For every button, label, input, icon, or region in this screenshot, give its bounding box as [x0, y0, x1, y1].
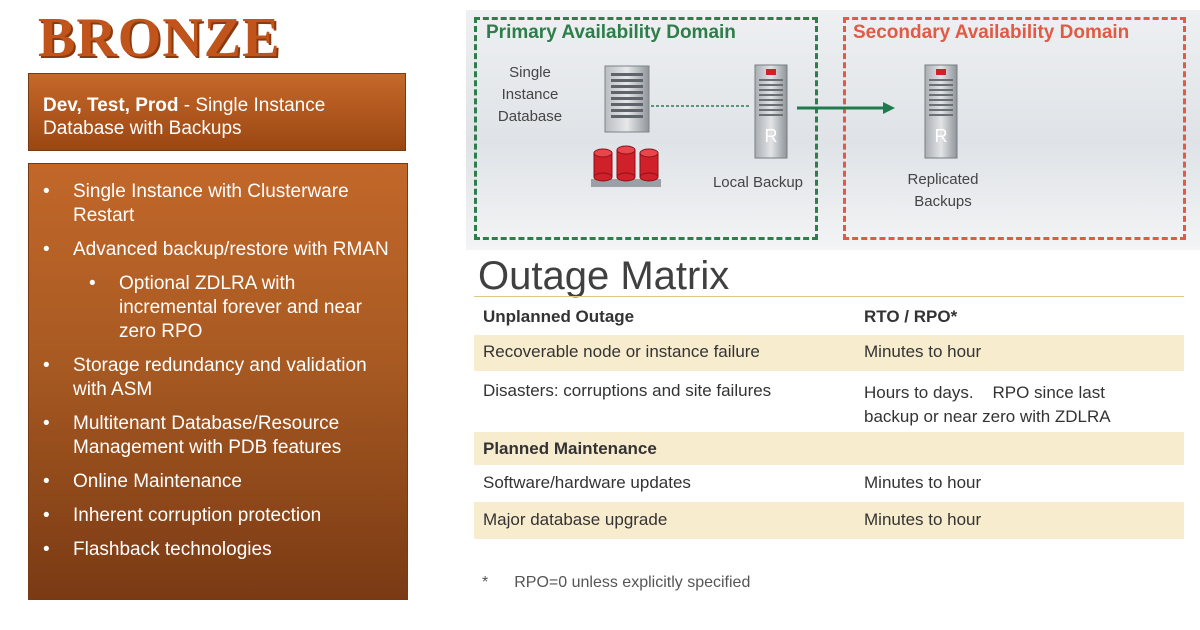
backup-connector-line	[651, 105, 751, 107]
page-title: BRONZE	[38, 7, 281, 69]
replicated-backups-label: Replicated Backups	[907, 171, 979, 210]
feature-subitem: Optional ZDLRA with incremental forever …	[29, 272, 397, 344]
feature-item: Single Instance with Clusterware Restart	[29, 180, 397, 228]
local-backup-label: Local Backup	[712, 174, 804, 191]
row-rto: Minutes to hour	[864, 342, 982, 361]
feature-item: Inherent corruption protection	[29, 504, 397, 528]
tier-summary-text: - Single Instance Database with Backups	[43, 95, 326, 139]
header-planned: Planned Maintenance	[483, 439, 657, 458]
table-subheader-row: Planned Maintenance	[474, 432, 1184, 465]
table-row: Disasters: corruptions and site failures…	[474, 371, 1184, 432]
row-rto: Hours to days. RPO since last backup or …	[864, 383, 1111, 426]
table-row: Major database upgrade Minutes to hour	[474, 502, 1184, 539]
single-instance-label: Single Instance Database	[497, 64, 563, 125]
table-header-row: Unplanned Outage RTO / RPO*	[474, 297, 1184, 335]
table-row: Recoverable node or instance failure Min…	[474, 335, 1184, 371]
outage-matrix-table: Unplanned Outage RTO / RPO* Recoverable …	[474, 296, 1184, 539]
tier-summary-bold: Dev, Test, Prod	[43, 95, 179, 116]
row-rto: Minutes to hour	[864, 473, 982, 492]
feature-item: Flashback technologies	[29, 538, 397, 562]
row-outage: Recoverable node or instance failure	[483, 342, 760, 361]
tier-summary-box: Dev, Test, Prod - Single Instance Databa…	[28, 73, 406, 151]
replicated-backup-rack-icon: R	[924, 64, 958, 159]
feature-item: Storage redundancy and validation with A…	[29, 354, 397, 402]
outage-matrix-title: Outage Matrix	[478, 254, 730, 298]
row-rto: Minutes to hour	[864, 510, 982, 529]
footnote-marker: *	[482, 574, 489, 591]
header-unplanned: Unplanned Outage	[483, 307, 635, 326]
row-outage: Software/hardware updates	[483, 473, 691, 492]
feature-item: Online Maintenance	[29, 470, 397, 494]
feature-item: Advanced backup/restore with RMAN	[29, 238, 397, 262]
row-outage: Disasters: corruptions and site failures	[483, 381, 772, 400]
footnote: * RPO=0 unless explicitly specified	[482, 574, 750, 592]
feature-list-box: Single Instance with Clusterware Restart…	[28, 163, 408, 600]
primary-domain-box: Primary Availability Domain	[474, 17, 818, 240]
secondary-domain-title: Secondary Availability Domain	[853, 22, 1130, 43]
primary-domain-title: Primary Availability Domain	[486, 22, 736, 43]
local-backup-rack-icon: R	[754, 64, 788, 159]
diagram-background	[466, 10, 1200, 250]
table-row: Software/hardware updates Minutes to hou…	[474, 465, 1184, 502]
row-outage: Major database upgrade	[483, 510, 668, 529]
secondary-domain-box: Secondary Availability Domain	[843, 17, 1186, 240]
database-storage-icon	[591, 145, 661, 187]
replication-arrow	[797, 102, 895, 114]
database-server-icon	[604, 65, 650, 133]
rack-letter: R	[765, 126, 778, 146]
feature-item: Multitenant Database/Resource Management…	[29, 412, 397, 460]
footnote-text: RPO=0 unless explicitly specified	[514, 574, 751, 591]
feature-list: Single Instance with Clusterware Restart…	[29, 180, 397, 562]
rack-letter: R	[935, 126, 948, 146]
header-rto-rpo: RTO / RPO*	[864, 307, 958, 326]
